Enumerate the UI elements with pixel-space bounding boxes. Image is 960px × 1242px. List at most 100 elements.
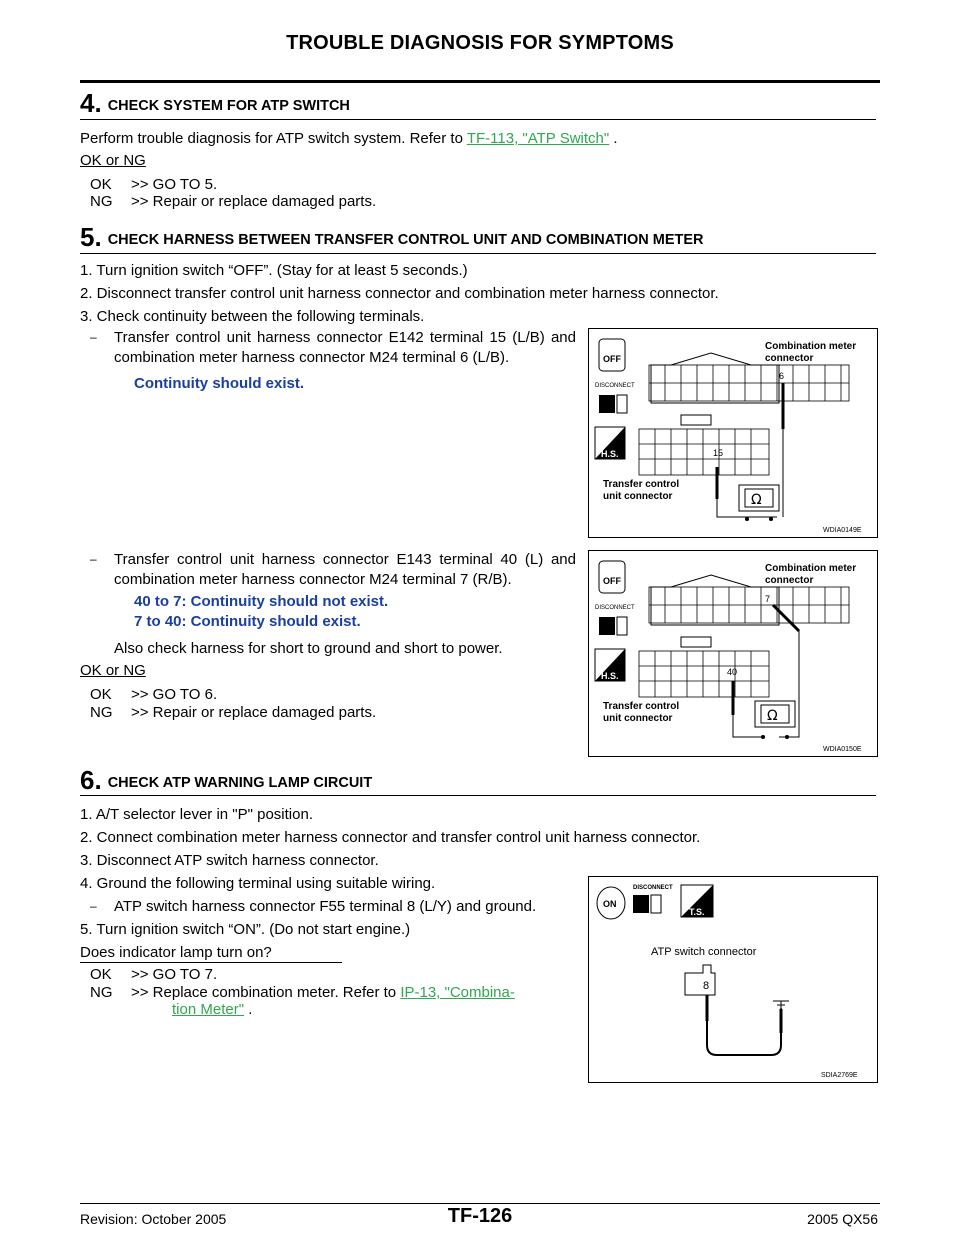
figure-wdia0150e: OFF DISCONNECT H.S. Combination meter co… bbox=[588, 550, 878, 757]
continuity-note-1: Continuity should exist. bbox=[134, 375, 305, 392]
section-6-ok-label: OK bbox=[90, 966, 112, 983]
footer-revision: Revision: October 2005 bbox=[80, 1211, 227, 1227]
section-5-bullet-2: Transfer control unit harness connector … bbox=[114, 551, 576, 588]
section-6-step-4: 4. Ground the following terminal using s… bbox=[80, 875, 436, 892]
disconnect-plug-icon bbox=[599, 395, 615, 413]
section-5-ok-label: OK bbox=[90, 686, 112, 703]
section-4-ng-text: >> Repair or replace damaged parts. bbox=[131, 193, 377, 210]
hs-label: H.S. bbox=[601, 449, 619, 459]
combination-meter-link[interactable]: IP-13, "Combina- bbox=[400, 984, 515, 1001]
section-6-number: 6. bbox=[80, 765, 102, 795]
section-5-step-1: 1. Turn ignition switch “OFF”. (Stay for… bbox=[80, 262, 468, 279]
pin-6-label: 6 bbox=[779, 371, 784, 381]
section-6-ng-label: NG bbox=[90, 984, 113, 1001]
meter-label-2: connector bbox=[765, 575, 813, 586]
section-6-ok-text: >> GO TO 7. bbox=[131, 966, 218, 983]
section-5-number: 5. bbox=[80, 222, 102, 252]
figure-sdia2769e: ON DISCONNECT T.S. ATP switch connector … bbox=[588, 876, 878, 1083]
section-6-step-2: 2. Connect combination meter harness con… bbox=[80, 829, 701, 846]
tcu-label-1: Transfer control bbox=[603, 479, 679, 490]
off-label: OFF bbox=[603, 576, 621, 586]
section-6-rule bbox=[80, 795, 876, 796]
section-5-rule bbox=[80, 253, 876, 254]
pin-7-label: 7 bbox=[765, 594, 770, 604]
disconnect-label: DISCONNECT bbox=[595, 383, 635, 389]
tcu-label-1: Transfer control bbox=[603, 701, 679, 712]
pin-40-label: 40 bbox=[727, 667, 737, 677]
disconnect-socket-icon bbox=[616, 394, 628, 414]
ts-label: T.S. bbox=[689, 907, 705, 917]
section-5-step-2: 2. Disconnect transfer control unit harn… bbox=[80, 285, 719, 302]
meter-connector-grid bbox=[648, 586, 850, 624]
disconnect-label: DISCONNECT bbox=[633, 885, 673, 891]
figure-code: WDIA0149E bbox=[823, 527, 862, 534]
header-rule bbox=[80, 80, 880, 83]
section-6-title: CHECK ATP WARNING LAMP CIRCUIT bbox=[107, 775, 373, 791]
disconnect-plug-icon bbox=[599, 617, 615, 635]
disconnect-plug-icon bbox=[633, 895, 649, 913]
figure-wdia0149e: OFF DISCONNECT H.S. Combination meter co… bbox=[588, 328, 878, 538]
ohm-symbol: Ω bbox=[751, 492, 762, 508]
section-6-step-1: 1. A/T selector lever in "P" position. bbox=[80, 806, 313, 823]
section-6-ng-continued: tion Meter" . bbox=[172, 1001, 252, 1019]
atp-connector-label: ATP switch connector bbox=[651, 946, 757, 958]
on-label: ON bbox=[603, 899, 617, 909]
bullet-dash-icon: – bbox=[90, 330, 97, 344]
meter-label-2: connector bbox=[765, 353, 813, 364]
section-4-title: CHECK SYSTEM FOR ATP SWITCH bbox=[107, 98, 350, 114]
tcu-label-2: unit connector bbox=[603, 713, 673, 724]
section-5-step-3: 3. Check continuity between the followin… bbox=[80, 308, 425, 325]
continuity-note-2b: 7 to 40: Continuity should exist. bbox=[134, 613, 361, 630]
meter-label-1: Combination meter bbox=[765, 563, 856, 574]
section-4-ok-label: OK bbox=[90, 176, 112, 193]
pin-8-label: 8 bbox=[703, 980, 709, 992]
ignition-off-icon bbox=[598, 560, 626, 594]
section-6-step-3: 3. Disconnect ATP switch harness connect… bbox=[80, 852, 379, 869]
figure-code: WDIA0150E bbox=[823, 746, 862, 753]
disconnect-socket-icon bbox=[616, 616, 628, 636]
section-5-ok-text: >> GO TO 6. bbox=[131, 686, 218, 703]
section-5-bullet-1: Transfer control unit harness connector … bbox=[114, 329, 576, 366]
section-4-ok-text: >> GO TO 5. bbox=[131, 176, 218, 193]
section-5-okng: OK or NG bbox=[80, 662, 146, 679]
section-4-body-suffix: . bbox=[613, 130, 618, 147]
section-6-ng-text: >> Replace combination meter. Refer to I… bbox=[131, 984, 515, 1002]
ignition-on-icon bbox=[596, 886, 626, 920]
section-6-question: Does indicator lamp turn on? bbox=[80, 944, 342, 963]
atp-connector-shape bbox=[684, 964, 716, 996]
section-6-heading: 6. CHECK ATP WARNING LAMP CIRCUIT bbox=[80, 765, 372, 796]
section-6-ng-text-prefix: >> Replace combination meter. Refer to bbox=[131, 984, 397, 1001]
section-4-heading: 4. CHECK SYSTEM FOR ATP SWITCH bbox=[80, 88, 350, 119]
ohm-symbol: Ω bbox=[767, 708, 778, 724]
section-4-rule bbox=[80, 119, 876, 120]
section-4-body-text: Perform trouble diagnosis for ATP switch… bbox=[80, 130, 463, 147]
section-5-ng-text: >> Repair or replace damaged parts. bbox=[131, 704, 377, 721]
wiring-diagram-3: ON DISCONNECT T.S. ATP switch connector … bbox=[596, 884, 858, 1079]
wiring-diagram-2: OFF DISCONNECT H.S. Combination meter co… bbox=[594, 560, 862, 753]
disconnect-label: DISCONNECT bbox=[595, 605, 635, 611]
section-4-okng: OK or NG bbox=[80, 152, 146, 169]
combination-meter-link-cont[interactable]: tion Meter" bbox=[172, 1001, 245, 1018]
section-4-ng-label: NG bbox=[90, 193, 113, 210]
bullet-dash-icon: – bbox=[90, 899, 97, 913]
pin-15-label: 15 bbox=[713, 448, 723, 458]
figure-code: SDIA2769E bbox=[821, 1072, 858, 1079]
disconnect-socket-icon bbox=[650, 894, 662, 914]
off-label: OFF bbox=[603, 354, 621, 364]
atp-switch-link[interactable]: TF-113, "ATP Switch" bbox=[466, 130, 610, 147]
continuity-note-2a: 40 to 7: Continuity should not exist. bbox=[134, 593, 389, 610]
section-5-also: Also check harness for short to ground a… bbox=[114, 640, 503, 657]
footer-rule bbox=[80, 1203, 880, 1204]
section-6-bullet: ATP switch harness connector F55 termina… bbox=[114, 898, 537, 915]
section-6-step-5: 5. Turn ignition switch “ON”. (Do not st… bbox=[80, 921, 411, 938]
tcu-connector-grid bbox=[638, 428, 770, 476]
page-title: TROUBLE DIAGNOSIS FOR SYMPTOMS bbox=[286, 32, 674, 54]
meter-label-1: Combination meter bbox=[765, 341, 856, 352]
bullet-dash-icon: – bbox=[90, 552, 97, 566]
section-4-number: 4. bbox=[80, 88, 102, 118]
section-5-title: CHECK HARNESS BETWEEN TRANSFER CONTROL U… bbox=[107, 232, 704, 248]
section-5-ng-label: NG bbox=[90, 704, 113, 721]
tcu-connector-grid bbox=[638, 650, 770, 698]
footer-page-number: TF-126 bbox=[447, 1205, 513, 1227]
probe-top bbox=[771, 603, 801, 633]
